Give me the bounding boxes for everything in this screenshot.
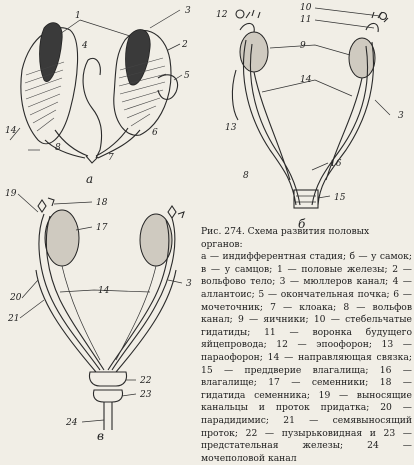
figure-caption: Рис. 274. Схема развития половых органов… <box>201 226 412 465</box>
panel-b-drawing <box>231 9 389 209</box>
label-v-14: 14 <box>98 286 110 296</box>
label-b-14: 14 <box>300 75 312 85</box>
caption-body: а — индифферентная стадия; б — у самок; … <box>201 251 412 464</box>
label-v-20: 20 <box>9 293 22 303</box>
label-b-13: 13 <box>225 123 237 133</box>
panel-a-labels: 1 2 3 4 5 6 7 8 14 <box>5 6 191 163</box>
label-b-16: 16 <box>330 159 342 169</box>
label-a-8: 8 <box>55 143 61 153</box>
label-a-3: 3 <box>185 6 191 16</box>
panel-a-letter: а <box>86 172 93 186</box>
label-v-24: 24 <box>65 418 78 428</box>
label-v-18: 18 <box>96 198 108 208</box>
label-v-23: 23 <box>139 390 152 400</box>
panel-b-labels: 3 8 9 10 11 12 13 14 15 16 <box>216 3 404 203</box>
embryology-figure: а 1 2 3 4 5 6 7 8 14 б 3 <box>5 3 412 464</box>
panel-v-labels: 3 14 17 18 19 20 21 22 23 24 <box>5 189 192 428</box>
panel-v-drawing <box>35 197 185 430</box>
label-a-2: 2 <box>181 40 188 50</box>
label-v-3: 3 <box>186 279 192 289</box>
label-v-21: 21 <box>7 314 19 324</box>
label-b-15: 15 <box>334 193 346 203</box>
label-b-3: 3 <box>398 111 404 121</box>
label-b-12: 12 <box>216 10 228 20</box>
label-v-17: 17 <box>96 223 108 233</box>
caption-title: Рис. 274. Схема развития половых органов… <box>201 226 370 250</box>
label-b-8: 8 <box>243 171 249 181</box>
label-b-10: 10 <box>300 3 312 13</box>
panel-b-letter: б <box>298 217 306 231</box>
label-a-4: 4 <box>81 41 88 51</box>
panel-v-letter: в <box>97 429 104 443</box>
figure-drawing: а 1 2 3 4 5 6 7 8 14 б 3 <box>5 3 404 443</box>
label-v-19: 19 <box>5 189 17 199</box>
panel-a-drawing <box>9 22 178 164</box>
label-a-6: 6 <box>152 128 158 138</box>
label-v-22: 22 <box>139 376 152 386</box>
label-a-1: 1 <box>75 11 81 21</box>
label-a-14: 14 <box>5 126 17 136</box>
label-b-11: 11 <box>300 15 311 25</box>
label-a-5: 5 <box>184 71 190 81</box>
label-a-7: 7 <box>108 153 114 163</box>
